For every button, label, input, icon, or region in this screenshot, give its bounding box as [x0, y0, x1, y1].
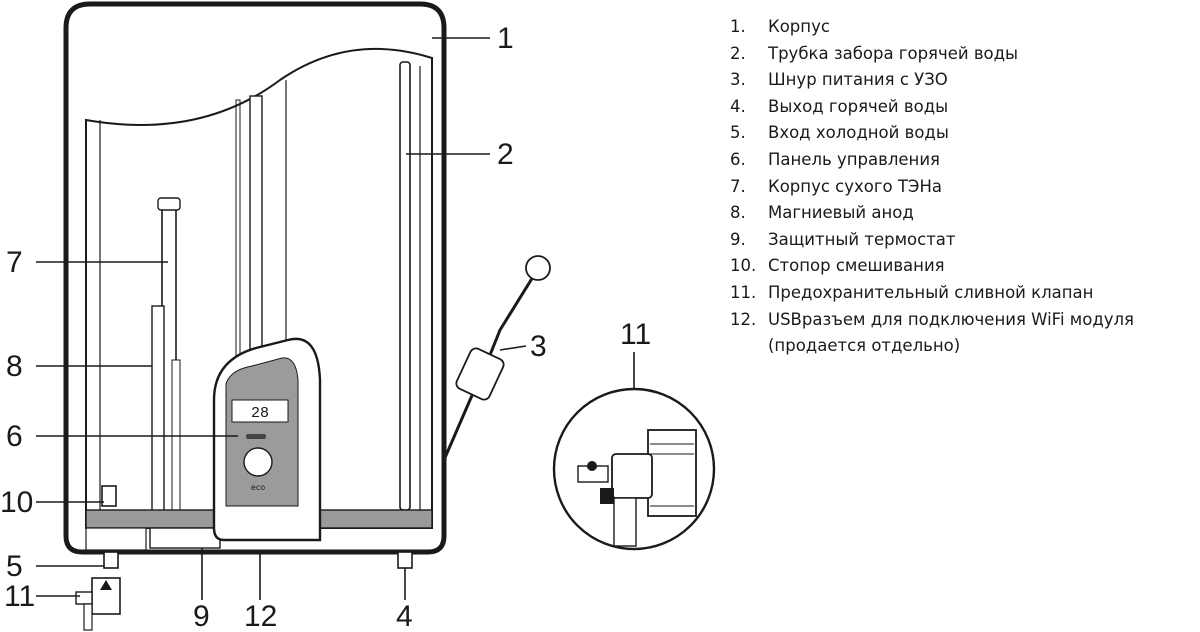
legend-item: 8.Магниевый анод: [730, 203, 914, 223]
temperature-display: [231, 399, 289, 423]
legend-item: 4.Выход горячей воды: [730, 96, 949, 116]
callout-2: 2: [497, 138, 514, 171]
legend-item: 6.Панель управления: [730, 149, 940, 169]
mixing-stopper: [101, 485, 117, 507]
panel-logo: eco: [251, 483, 265, 492]
callout-11: 11: [4, 580, 35, 613]
callout-3: 3: [530, 330, 547, 363]
callout-6: 6: [6, 420, 23, 453]
callout-1: 1: [497, 22, 514, 55]
power-plug: [525, 255, 551, 281]
display-reading: 28: [251, 405, 269, 422]
callout-4: 4: [396, 600, 413, 632]
rcd-plug-block: [455, 347, 505, 401]
legend-item: 9.Защитный термостат: [730, 229, 956, 249]
protective-thermostat: [149, 527, 221, 549]
callout-8: 8: [6, 350, 23, 383]
legend-item: 11.Предохранительный сливной клапан: [730, 282, 1094, 302]
hot-water-outlet: [397, 551, 413, 569]
safety-drain-valve: [91, 577, 121, 615]
legend-item: 3.Шнур питания с УЗО: [730, 70, 948, 90]
legend-item: 7.Корпус сухого ТЭНа: [730, 176, 942, 196]
callout-9: 9: [193, 600, 210, 632]
hot-water-tube: [399, 61, 411, 511]
legend-item: 10.Стопор смешивания: [730, 256, 945, 276]
parts-legend: 1.Корпус 2.Трубка забора горячей воды 3.…: [730, 14, 1200, 360]
legend-item: 2.Трубка забора горячей воды: [730, 43, 1019, 63]
control-knob: [243, 447, 273, 477]
legend-item: 12.USBразъем для подключения WiFi модуля…: [730, 309, 1134, 356]
detail-callout-11: 11: [620, 318, 651, 351]
callout-5: 5: [6, 550, 23, 583]
callout-12: 12: [244, 600, 277, 632]
cold-water-inlet: [103, 551, 119, 569]
legend-item: 5.Вход холодной воды: [730, 123, 949, 143]
callout-10: 10: [0, 486, 33, 519]
callout-7: 7: [6, 246, 23, 279]
legend-item: 1.Корпус: [730, 17, 830, 36]
magnesium-anode: [151, 305, 165, 515]
